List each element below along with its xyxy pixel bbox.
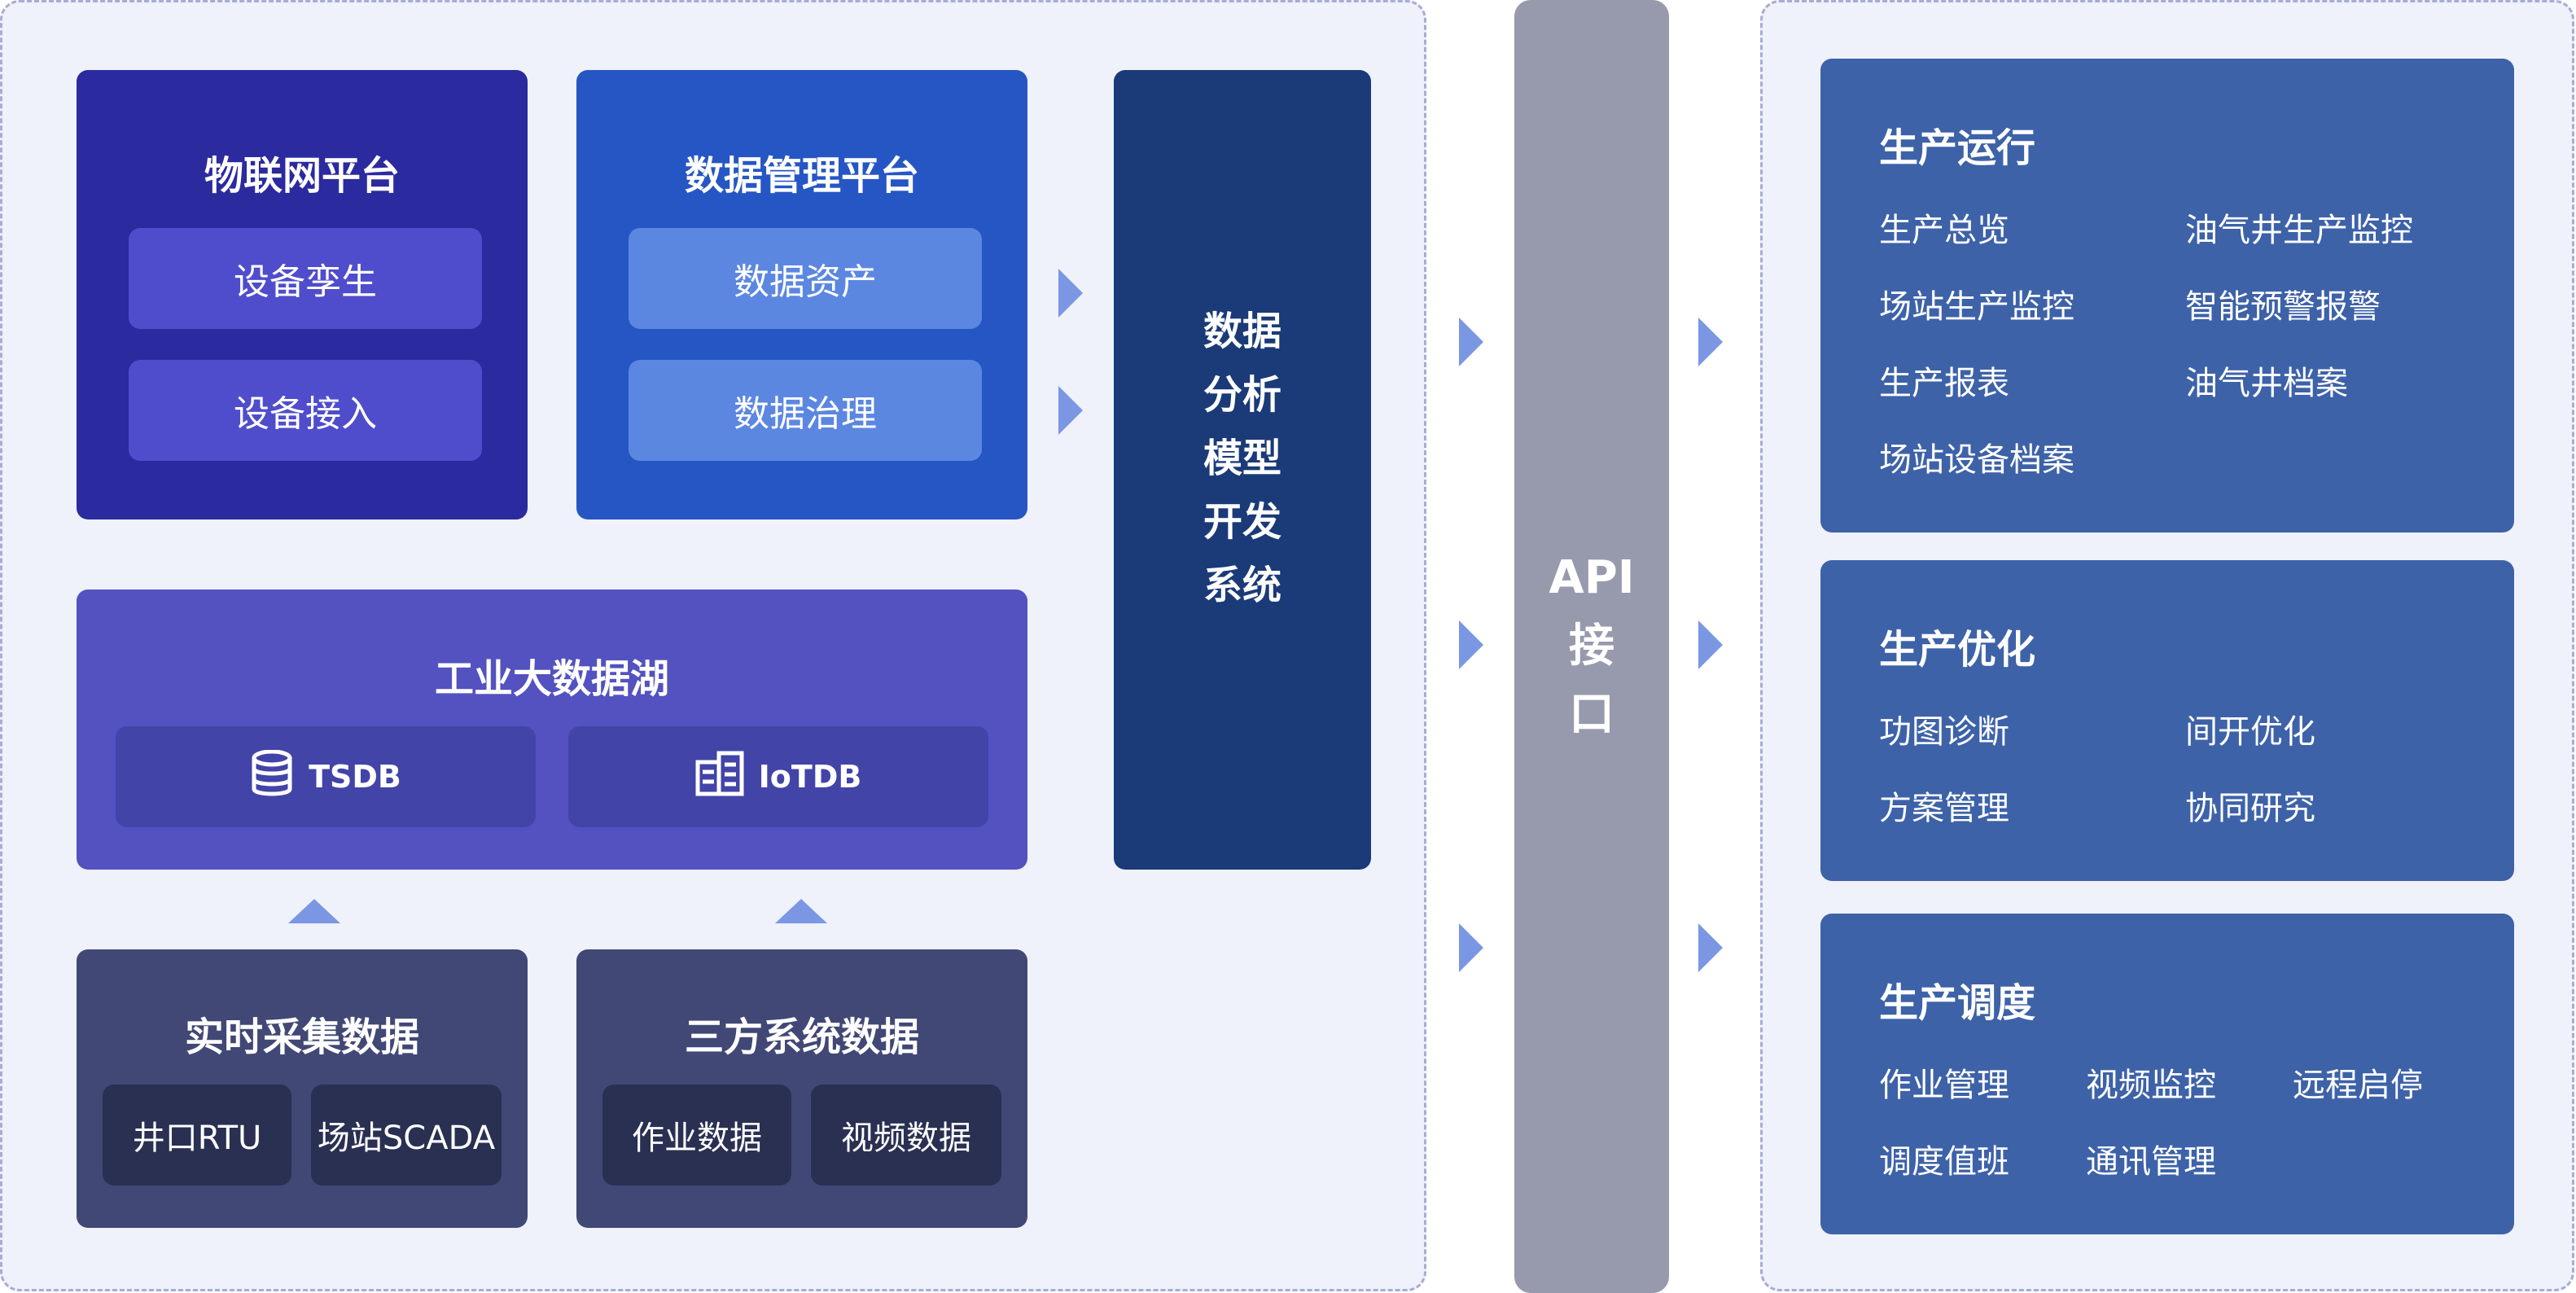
scada-chip: 场站SCADA [311, 1085, 502, 1186]
data-platform-title: 数据管理平台 [684, 153, 919, 199]
ops-item: 智能预警报警 [2185, 288, 2381, 326]
thirdparty-data-title: 三方系统数据 [684, 1015, 919, 1060]
rtu-chip: 井口RTU [103, 1085, 291, 1186]
realtime-data-box: 实时采集数据 井口RTU 场站SCADA [77, 949, 528, 1228]
production-sched-title: 生产调度 [1879, 980, 2036, 1026]
arrow-up-icon [775, 899, 827, 923]
opt-item: 功图诊断 [1879, 713, 2009, 751]
iot-platform-title: 物联网平台 [204, 153, 400, 199]
analysis-line: 分析 [1203, 372, 1281, 418]
opt-item: 方案管理 [1879, 790, 2009, 827]
data-assets-chip: 数据资产 [629, 228, 982, 329]
opt-item: 间开优化 [2185, 713, 2315, 751]
arrow-up-icon [288, 899, 340, 923]
data-lake-title: 工业大数据湖 [434, 656, 669, 702]
sched-item: 作业管理 [1879, 1067, 2009, 1104]
iotdb-label: IoTDB [758, 759, 862, 795]
data-governance-chip: 数据治理 [629, 360, 982, 461]
job-data-chip: 作业数据 [602, 1085, 791, 1186]
video-data-chip: 视频数据 [811, 1085, 1001, 1186]
production-sched-box: 生产调度 作业管理 视频监控 远程启停 调度值班 通讯管理 [1820, 914, 2514, 1234]
data-lake-box: 工业大数据湖 TSDB IoTDB [77, 590, 1027, 870]
ops-item: 生产报表 [1879, 365, 2009, 402]
server-icon [695, 751, 744, 804]
analysis-line: 系统 [1203, 563, 1281, 608]
sched-item: 调度值班 [1879, 1143, 2009, 1181]
arrow-right-icon [1459, 318, 1483, 366]
analysis-system-box: 数据 分析 模型 开发 系统 [1114, 70, 1371, 870]
analysis-system-label: 数据 分析 模型 开发 系统 [1114, 300, 1371, 617]
opt-item: 协同研究 [2185, 790, 2315, 827]
analysis-line: 模型 [1203, 436, 1281, 481]
api-label: API 接 口 [1514, 544, 1669, 749]
api-line: 接 [1569, 620, 1614, 673]
production-ops-title: 生产运行 [1879, 125, 2036, 171]
tsdb-chip: TSDB [116, 726, 536, 827]
ops-item: 场站设备档案 [1879, 441, 2074, 479]
device-twin-chip: 设备孪生 [129, 228, 482, 329]
arrow-right-icon [1698, 620, 1723, 669]
ops-item: 油气井生产监控 [2185, 212, 2413, 249]
iot-platform-box: 物联网平台 设备孪生 设备接入 [77, 70, 528, 519]
analysis-line: 数据 [1203, 309, 1281, 354]
arrow-right-icon [1698, 923, 1723, 972]
realtime-data-title: 实时采集数据 [184, 1015, 419, 1060]
arrow-right-icon [1698, 318, 1723, 366]
iotdb-chip: IoTDB [568, 726, 988, 827]
thirdparty-data-box: 三方系统数据 作业数据 视频数据 [576, 949, 1027, 1228]
api-column: API 接 口 [1514, 0, 1669, 1293]
api-line: 口 [1569, 688, 1614, 741]
sched-item: 通讯管理 [2086, 1143, 2216, 1181]
data-platform-box: 数据管理平台 数据资产 数据治理 [576, 70, 1027, 519]
ops-item: 油气井档案 [2185, 365, 2348, 402]
sched-item: 远程启停 [2293, 1067, 2423, 1104]
production-opt-title: 生产优化 [1879, 627, 2036, 673]
arrow-right-icon [1058, 269, 1083, 318]
sched-item: 视频监控 [2086, 1067, 2216, 1104]
production-ops-box: 生产运行 生产总览 油气井生产监控 场站生产监控 智能预警报警 生产报表 油气井… [1820, 59, 2514, 533]
device-access-chip: 设备接入 [129, 360, 482, 461]
arrow-right-icon [1459, 620, 1483, 669]
ops-item: 生产总览 [1879, 212, 2009, 249]
arrow-right-icon [1058, 386, 1083, 435]
ops-item: 场站生产监控 [1879, 288, 2074, 326]
tsdb-label: TSDB [309, 759, 401, 795]
arrow-right-icon [1459, 923, 1483, 972]
database-icon [250, 749, 294, 804]
api-line: API [1549, 551, 1635, 604]
production-opt-box: 生产优化 功图诊断 间开优化 方案管理 协同研究 [1820, 560, 2514, 881]
analysis-line: 开发 [1203, 499, 1281, 545]
